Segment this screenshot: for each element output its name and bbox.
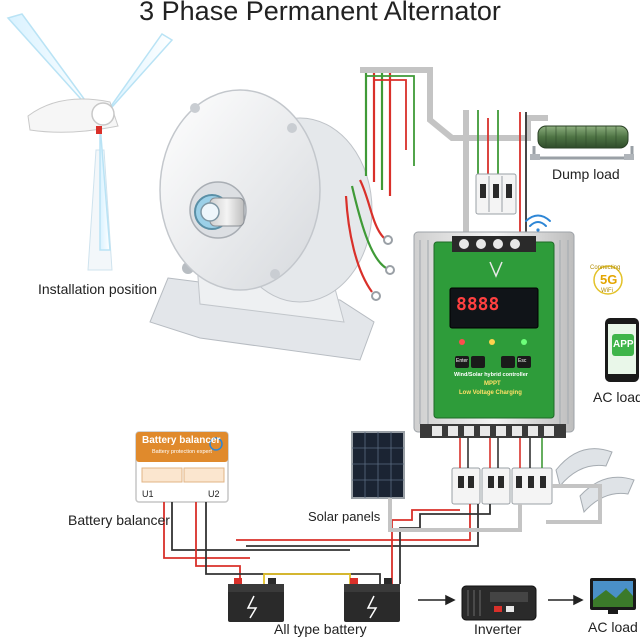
generator-face	[159, 89, 321, 291]
label-ac-load-bottom: AC load	[588, 619, 638, 635]
turbine-blade	[6, 13, 99, 119]
label-ac-load-right: AC load	[593, 389, 640, 405]
label-inverter: Inverter	[474, 621, 522, 637]
balancer-u1: U1	[142, 489, 154, 499]
battery-wiring	[163, 484, 602, 584]
label-all-type-battery: All type battery	[274, 621, 367, 637]
controller-esc-label: Esc	[518, 358, 527, 364]
controller-lower-wires	[459, 438, 543, 468]
wind-turbine	[6, 13, 174, 271]
label-dump-load: Dump load	[552, 166, 620, 182]
balancer-u2: U2	[208, 489, 220, 499]
breaker-group-bottom	[451, 467, 553, 505]
controller-line2: MPPT	[484, 381, 501, 387]
top-wiring	[360, 67, 548, 236]
badge-wifi: WiFi	[601, 288, 613, 294]
label-battery-balancer: Battery balancer	[68, 512, 170, 528]
generator	[149, 89, 375, 361]
battery-right	[344, 578, 400, 622]
brand-logo-icon	[489, 261, 503, 278]
phone-app-label: APP	[613, 339, 634, 350]
smartphone-icon	[605, 318, 639, 382]
status-led-icon	[521, 339, 527, 345]
label-installation-position: Installation position	[38, 281, 158, 297]
balancer-subtitle: Battery protection expert	[152, 449, 212, 455]
breaker-group-top	[475, 173, 517, 215]
hybrid-controller	[413, 231, 575, 438]
flow-arrows	[418, 594, 584, 606]
balancer-title: Battery balancer	[142, 435, 221, 446]
ring-terminals	[371, 235, 395, 301]
connecting-5g-badge	[593, 265, 623, 295]
wifi-icon	[525, 214, 551, 232]
tv-icon	[590, 578, 636, 614]
inverter-device	[461, 585, 537, 621]
label-solar-panels: Solar panels	[308, 509, 381, 524]
bluetooth-icon	[209, 437, 223, 451]
lcd-readout: 8888	[456, 294, 500, 315]
generator-wires	[344, 70, 392, 293]
bolt-icon	[246, 595, 258, 619]
turbine-blade	[103, 32, 174, 117]
solar-panel	[351, 431, 405, 499]
bolt-icon	[366, 595, 378, 619]
controller-line1: Wind/Solar hybrid controller	[454, 372, 528, 378]
diagram-title: 3 Phase Permanent Alternator	[139, 0, 501, 26]
controller-enter-label: Enter	[456, 358, 468, 364]
battery-left	[228, 578, 284, 622]
badge-connecting: Connecting	[590, 265, 621, 271]
lcd-screen	[449, 287, 539, 329]
turbine-hub	[91, 102, 115, 126]
street-light-icon	[555, 448, 635, 514]
turbine-blade	[99, 123, 111, 251]
load-led-icon	[489, 339, 495, 345]
charge-led-icon	[459, 339, 465, 345]
badge-5g: 5G	[600, 272, 618, 287]
controller-line3: Low Voltage Charging	[459, 390, 522, 396]
turbine-marker	[96, 126, 102, 134]
battery-balancer-device	[135, 431, 229, 503]
balancer-header	[136, 432, 228, 462]
dump-load-resistor	[530, 125, 634, 160]
